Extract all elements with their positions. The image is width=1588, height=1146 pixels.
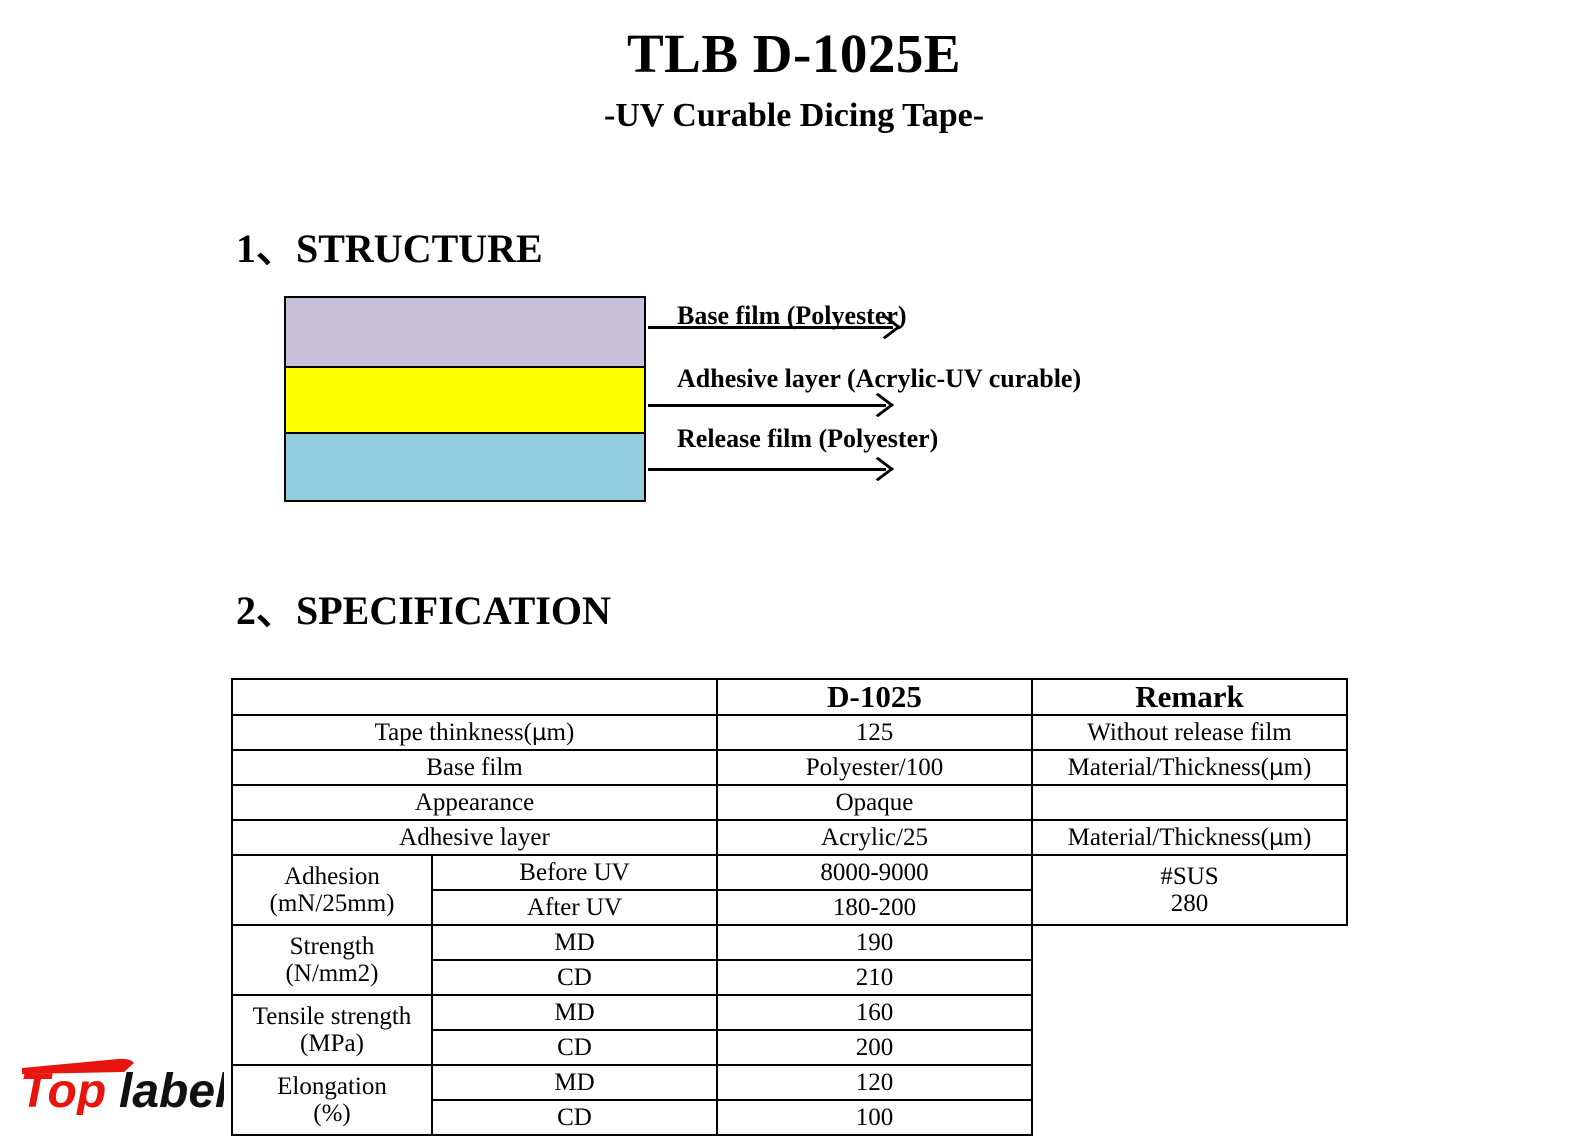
table-header-row: D-1025 Remark	[231, 677, 1348, 717]
row-sublabel: CD	[431, 959, 718, 997]
page-title: TLB D-1025E	[626, 23, 962, 84]
row-remark-unit: m)	[1283, 753, 1312, 781]
table-row: Adhesion(mN/25mm) Before UV 8000-9000 #S…	[231, 854, 1348, 927]
row-label-line2: (%)	[313, 1100, 351, 1128]
page-subtitle: -UV Curable Dicing Tape-	[603, 97, 985, 134]
row-value: Acrylic/25	[716, 819, 1033, 857]
table-row: CD 210	[232, 959, 1347, 997]
header-cell-remark: Remark	[1031, 677, 1348, 717]
row-label-tensile-strength: Tensile strength(MPa)	[231, 994, 433, 1067]
row-value: 160	[716, 994, 1033, 1032]
header-cell-value: D-1025	[716, 677, 1033, 717]
table-row: Base film Polyester/100 Material/Thickne…	[231, 749, 1348, 787]
row-sublabel: MD	[431, 1064, 718, 1102]
row-label-line2: (N/mm2)	[285, 960, 379, 988]
section-heading-specification: 2、SPECIFICATION	[236, 588, 611, 633]
table-row: Appearance Opaque	[231, 784, 1348, 822]
row-label-elongation: Elongation(%)	[231, 1064, 433, 1137]
micro-symbol: µ	[1268, 754, 1284, 781]
diagram-label-release-film: Release film (Polyester)	[677, 424, 939, 453]
diagram-layer-adhesive	[284, 366, 646, 434]
row-remark-empty	[1031, 784, 1348, 822]
row-value: Opaque	[716, 784, 1033, 822]
specification-table: D-1025 Remark Tape thinkness(µm) 125 Wit…	[231, 677, 1348, 1137]
row-remark-text: Material/Thickness(	[1067, 753, 1269, 781]
row-sublabel: CD	[431, 1099, 718, 1137]
row-remark-line2: 280	[1170, 890, 1209, 918]
logo-text-label: label	[119, 1065, 224, 1115]
arrow-adhesive-layer-icon	[648, 404, 886, 407]
row-value: 8000-9000	[716, 854, 1033, 892]
table-row: Strength(N/mm2) MD 190	[231, 924, 1347, 997]
table-row: After UV 180-200	[232, 889, 1347, 927]
row-label-tape-thickness: Tape thinkness(µm)	[231, 714, 718, 752]
row-remark: Without release film	[1031, 714, 1348, 752]
row-label-adhesion: Adhesion(mN/25mm)	[231, 854, 433, 927]
row-sublabel: MD	[431, 994, 718, 1032]
row-label-line1: Adhesion	[284, 862, 380, 890]
row-sublabel: CD	[431, 1029, 718, 1067]
toplabel-logo: Top label	[18, 1049, 224, 1115]
row-value: 125	[716, 714, 1033, 752]
row-label-text: Tape thinkness(	[374, 718, 532, 746]
structure-diagram	[284, 296, 646, 502]
table-row: Tape thinkness(µm) 125 Without release f…	[231, 714, 1348, 752]
row-remark: Material/Thickness(µm)	[1031, 749, 1348, 787]
section-heading-structure: 1、STRUCTURE	[236, 226, 543, 271]
row-value: 210	[716, 959, 1033, 997]
diagram-layer-release-film	[284, 432, 646, 502]
logo-text-top: Top	[20, 1065, 106, 1115]
micro-symbol: µ	[1268, 824, 1284, 851]
row-value: 190	[716, 924, 1033, 962]
toplabel-logo-icon: Top label	[20, 1058, 224, 1115]
arrow-base-film-icon	[648, 326, 893, 329]
table-row: Adhesive layer Acrylic/25 Material/Thick…	[231, 819, 1348, 857]
row-value: 180-200	[716, 889, 1033, 927]
diagram-label-base-film: Base film (Polyester)	[677, 301, 907, 330]
row-remark-text: Material/Thickness(	[1067, 823, 1269, 851]
table-row: Tensile strength(MPa) MD 160	[231, 994, 1347, 1067]
row-label-line2: (MPa)	[300, 1030, 364, 1058]
row-value: 120	[716, 1064, 1033, 1102]
row-label-base-film: Base film	[231, 749, 718, 787]
row-label-adhesive-layer: Adhesive layer	[231, 819, 718, 857]
row-label-line1: Elongation	[277, 1072, 387, 1100]
document-header: TLB D-1025E -UV Curable Dicing Tape-	[0, 26, 1588, 133]
row-label-unit: m)	[546, 718, 575, 746]
row-sublabel: Before UV	[431, 854, 718, 892]
table-row: Elongation(%) MD 120	[231, 1064, 1347, 1137]
row-label-line2: (mN/25mm)	[269, 890, 395, 918]
row-remark-unit: m)	[1283, 823, 1312, 851]
arrow-release-film-icon	[648, 468, 886, 471]
diagram-label-adhesive-layer: Adhesive layer (Acrylic-UV curable)	[677, 364, 1082, 393]
header-cell-property	[231, 677, 718, 717]
row-label-line1: Strength	[289, 932, 375, 960]
row-label-strength: Strength(N/mm2)	[231, 924, 433, 997]
row-remark-empty-block	[1032, 925, 1347, 1135]
row-sublabel: MD	[431, 924, 718, 962]
row-value: Polyester/100	[716, 749, 1033, 787]
row-remark: Material/Thickness(µm)	[1031, 819, 1348, 857]
row-value: 100	[716, 1099, 1033, 1137]
table-row: CD 100	[232, 1099, 1347, 1137]
row-sublabel: After UV	[431, 889, 718, 927]
row-label-line1: Tensile strength	[252, 1002, 412, 1030]
row-remark-line1: #SUS	[1160, 862, 1219, 890]
row-label-appearance: Appearance	[231, 784, 718, 822]
micro-symbol: µ	[531, 719, 547, 746]
diagram-layer-base-film	[284, 296, 646, 368]
row-value: 200	[716, 1029, 1033, 1067]
table-row: CD 200	[232, 1029, 1347, 1067]
